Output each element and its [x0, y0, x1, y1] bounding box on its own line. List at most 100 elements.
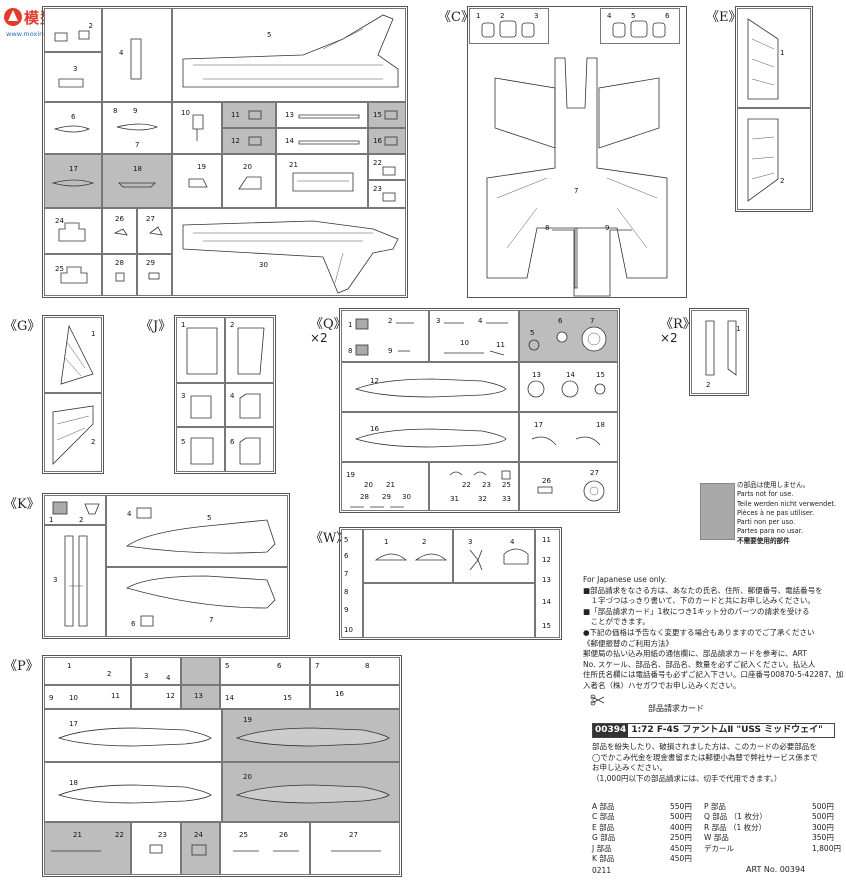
part-cell-q22-33: 22 23 25 31 32 33 — [429, 462, 519, 511]
part-number: 2 — [230, 321, 235, 329]
part-number: 10 — [344, 626, 353, 634]
part-number: 20 — [243, 163, 252, 171]
part-cell-a23: 23 — [368, 180, 406, 208]
part-number: 24 — [55, 217, 64, 225]
part-cell-p24: 24 — [181, 822, 220, 875]
part-cell-j3: 3 — [176, 383, 225, 427]
part-cell-a6: 6 — [44, 102, 102, 154]
part-number: 11 — [542, 536, 551, 544]
part-number: 2 — [107, 670, 112, 678]
part-number: 26 — [115, 215, 124, 223]
part-number: 18 — [596, 421, 605, 429]
part-number: 9 — [388, 347, 393, 355]
part-cell-q26-27: 26 27 — [519, 462, 618, 511]
part-cell-j1: 1 — [176, 317, 225, 383]
part-number: 11 — [231, 111, 240, 119]
part-number: 31 — [450, 495, 459, 503]
part-number: 2 — [91, 438, 96, 446]
section-label-r: 《R》 — [660, 317, 696, 332]
part-cell-a16: 16 — [368, 128, 406, 154]
part-drawing — [51, 179, 95, 187]
part-number: 1 — [348, 321, 353, 329]
part-number: 20 — [243, 773, 252, 781]
part-cell-a12: 12 — [222, 128, 276, 154]
part-cell-q1-9: 1 2 8 9 — [341, 310, 429, 362]
price-label: E 部品 — [592, 822, 615, 832]
price-value: 400円 — [670, 822, 692, 832]
part-drawing — [188, 178, 208, 188]
parts-order-card: 部品請求カード — [588, 694, 840, 875]
part-number: 9 — [49, 694, 54, 702]
part-drawing — [355, 318, 414, 356]
part-cell-p9-11: 9 10 11 — [44, 685, 131, 709]
price-label: P 部品 — [704, 802, 726, 811]
legend-line: の部品は使用しません。 — [737, 481, 810, 489]
part-drawing — [248, 136, 262, 146]
part-drawing — [52, 501, 100, 515]
part-drawing — [238, 176, 262, 190]
part-drawing — [51, 850, 101, 852]
part-number: 8 — [545, 224, 550, 232]
part-cell-j4: 4 — [225, 383, 274, 427]
part-number: 10 — [460, 339, 469, 347]
part-number: 3 — [181, 392, 186, 400]
fuel-tank-drawing — [354, 428, 507, 448]
part-cell-r1-2: 1 2 — [691, 310, 747, 394]
part-cell-p5-6: 5 6 — [220, 657, 310, 685]
part-number: 2 — [79, 516, 84, 524]
price-value: 300円 — [812, 822, 834, 832]
part-number: 23 — [158, 831, 167, 839]
part-number: 1 — [384, 538, 389, 546]
part-number: 13 — [532, 371, 541, 379]
note-line: 住所氏名欄には電話番号も必ずご記入下さい。口座番号00870-5-42287、加 — [583, 670, 844, 680]
part-drawing — [116, 123, 159, 131]
legend-line: Teile werden nicht verwendet. — [737, 499, 837, 508]
legend-line: Parti non per uso. — [737, 518, 796, 527]
price-value: 500円 — [670, 812, 692, 822]
part-number: 30 — [402, 493, 411, 501]
part-cell-a22: 22 — [368, 154, 406, 180]
part-number: 18 — [133, 165, 142, 173]
part-cell-a7: 8 9 7 — [102, 102, 172, 154]
part-drawing — [53, 125, 91, 133]
part-number: 25 — [502, 481, 511, 489]
part-number: 1 — [49, 516, 54, 524]
part-cell-a29: 29 — [137, 254, 172, 296]
sprue-c-frame — [467, 6, 687, 298]
sprue-a-frame — [42, 6, 408, 298]
part-number: 22 — [115, 831, 124, 839]
price-label: W 部品 — [704, 833, 729, 843]
rocket-logo-icon — [4, 8, 22, 26]
part-cell-a10: 10 — [172, 102, 222, 154]
price-value: 500円 — [812, 802, 834, 811]
section-label-p: 《P》 — [4, 659, 39, 674]
sprue-p-frame — [42, 655, 402, 877]
fuselage-half-drawing — [182, 14, 399, 88]
part-number: 7 — [590, 317, 595, 325]
part-number: 5 — [181, 438, 186, 446]
part-drawing — [190, 395, 212, 419]
wing-lower-drawing — [486, 57, 668, 289]
part-cell-p23: 23 — [131, 822, 181, 875]
part-number: 12 — [370, 377, 379, 385]
part-cell-a17: 17 — [44, 154, 102, 208]
part-drawing — [382, 166, 396, 176]
part-cell-a21: 21 — [276, 154, 368, 208]
note-line: 《郵便振替のご利用方法》 — [583, 638, 673, 648]
part-number: 5 — [344, 536, 349, 544]
card-instructions: 部品を紛失したり、破損されました方は、このカードの必要部品を ◯でかこみ代金を現… — [592, 742, 818, 784]
part-drawing — [331, 850, 381, 852]
part-cell-a3: 3 — [44, 52, 102, 102]
fuel-tank-drawing — [354, 378, 507, 398]
card-text-line: 部品を紛失したり、破損されました方は、このカードの必要部品を — [592, 742, 817, 751]
part-cell-p7-8: 7 8 — [310, 657, 400, 685]
part-number: 4 — [607, 12, 612, 20]
part-drawing — [237, 327, 265, 375]
part-number: 12 — [166, 692, 175, 700]
part-number: 9 — [344, 606, 349, 614]
wheel-drawing — [528, 326, 607, 352]
part-number: 20 — [364, 481, 373, 489]
part-number: 9 — [605, 224, 610, 232]
note-line: For Japanese use only. — [583, 575, 667, 584]
